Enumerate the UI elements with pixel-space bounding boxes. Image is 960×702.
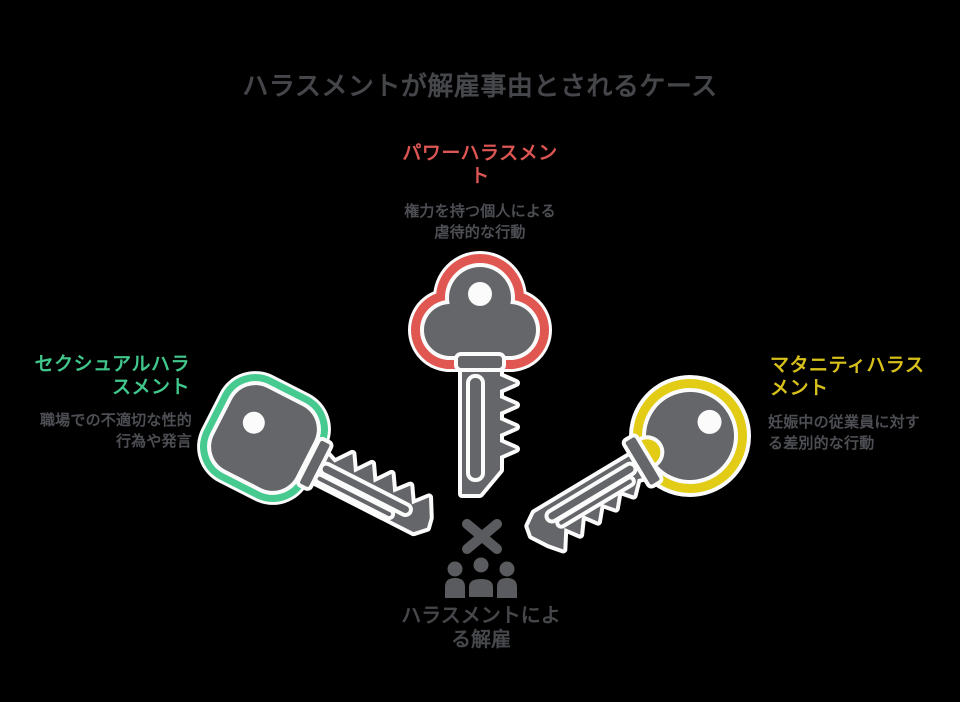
key-icon-maternity xyxy=(520,365,770,543)
page-title: ハラスメントが解雇事由とされるケース xyxy=(242,71,718,101)
sexual-harassment-label: セクシュアルハラ スメント xyxy=(34,354,190,398)
people-group-icon xyxy=(445,553,517,601)
x-mark-icon xyxy=(462,519,502,554)
outcome-label: ハラスメントによ る解雇 xyxy=(401,605,561,651)
key-icon-sexual xyxy=(205,372,461,540)
power-harassment-label: パワーハラスメン ト xyxy=(402,143,558,187)
maternity-harassment-label: マタニティハラス メント xyxy=(770,355,925,399)
power-harassment-description: 権力を持つ個人による 虐待的な行動 xyxy=(404,203,556,241)
maternity-harassment-description: 妊娠中の従業員に対す る差別的な行動 xyxy=(768,414,921,452)
key-icon-power xyxy=(410,258,550,510)
sexual-harassment-description: 職場での不適切な性的 行為や発言 xyxy=(39,412,192,450)
